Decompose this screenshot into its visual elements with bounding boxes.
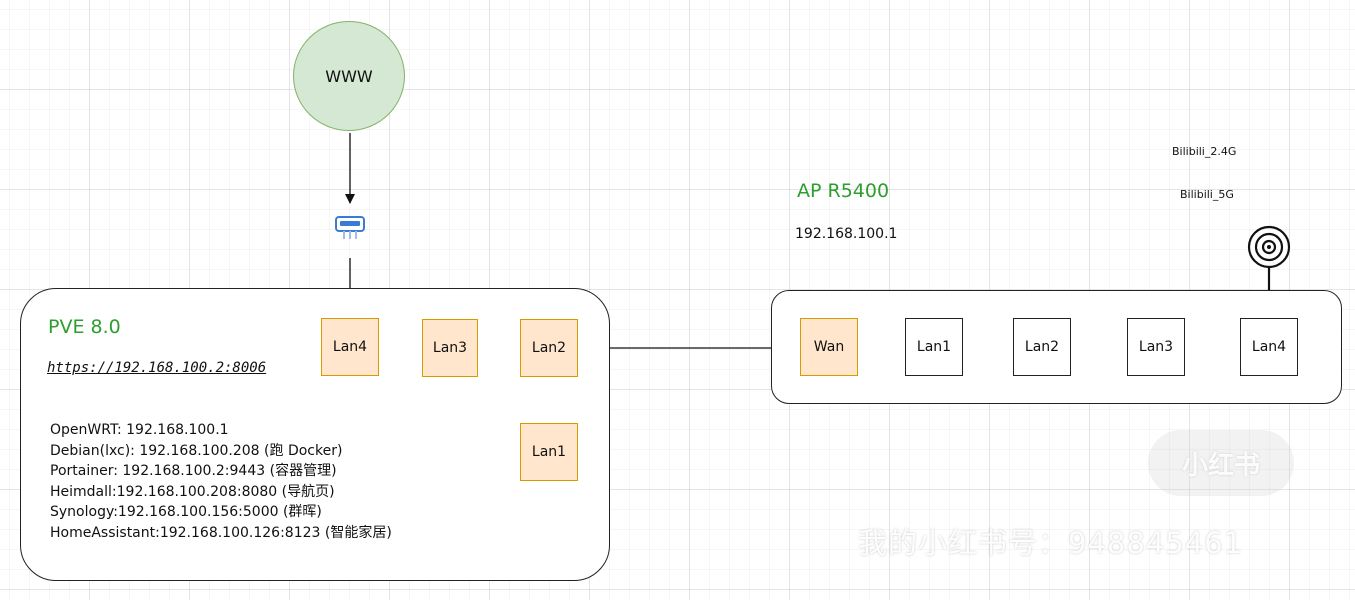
pve-host-container xyxy=(20,288,610,581)
service-heimdall: Heimdall:192.168.100.208:8080 (导航页) xyxy=(50,483,335,500)
service-homeassistant: HomeAssistant:192.168.100.126:8123 (智能家居… xyxy=(50,524,392,541)
port-label: Lan2 xyxy=(1024,339,1060,355)
ap-port-lan1: Lan1 xyxy=(905,318,963,376)
pve-port-lan3: Lan3 xyxy=(422,319,478,377)
pve-service-list: OpenWRT: 192.168.100.1 Debian(lxc): 192.… xyxy=(50,420,392,543)
port-label: Lan1 xyxy=(531,444,567,460)
modem-icon xyxy=(334,215,366,241)
port-label: Lan3 xyxy=(432,340,468,356)
port-label: Lan3 xyxy=(1138,339,1174,355)
ap-port-lan2: Lan2 xyxy=(1013,318,1071,376)
internet-label: WWW xyxy=(325,66,373,86)
port-label: Lan1 xyxy=(916,339,952,355)
pve-port-lan2: Lan2 xyxy=(520,319,578,377)
port-label: Lan4 xyxy=(1251,339,1287,355)
pve-port-lan4: Lan4 xyxy=(321,318,379,376)
internet-node: WWW xyxy=(293,21,405,131)
watermark-text: 我的小红书号：948845461 xyxy=(858,526,1244,560)
port-label: Lan4 xyxy=(332,339,368,355)
service-openwrt: OpenWRT: 192.168.100.1 xyxy=(50,422,229,438)
ap-port-lan4: Lan4 xyxy=(1240,318,1298,376)
ap-port-lan3: Lan3 xyxy=(1127,318,1185,376)
ap-port-wan: Wan xyxy=(800,318,858,376)
pve-port-lan1: Lan1 xyxy=(520,423,578,481)
pve-title: PVE 8.0 xyxy=(48,316,121,338)
ssid-2g: Bilibili_2.4G xyxy=(1172,145,1237,158)
ap-ip: 192.168.100.1 xyxy=(795,226,898,242)
service-debian: Debian(lxc): 192.168.100.208 (跑 Docker) xyxy=(50,442,343,459)
watermark-logo: 小红书 xyxy=(1148,430,1294,496)
pve-web-url[interactable]: https://192.168.100.2:8006 xyxy=(47,360,267,376)
port-label: Lan2 xyxy=(531,340,567,356)
service-synology: Synology:192.168.100.156:5000 (群晖) xyxy=(50,504,322,520)
port-label: Wan xyxy=(813,339,845,355)
ap-title: AP R5400 xyxy=(797,180,890,202)
service-portainer: Portainer: 192.168.100.2:9443 (容器管理) xyxy=(50,463,337,479)
wifi-antenna-icon xyxy=(1246,224,1292,292)
ssid-5g: Bilibili_5G xyxy=(1180,188,1234,201)
